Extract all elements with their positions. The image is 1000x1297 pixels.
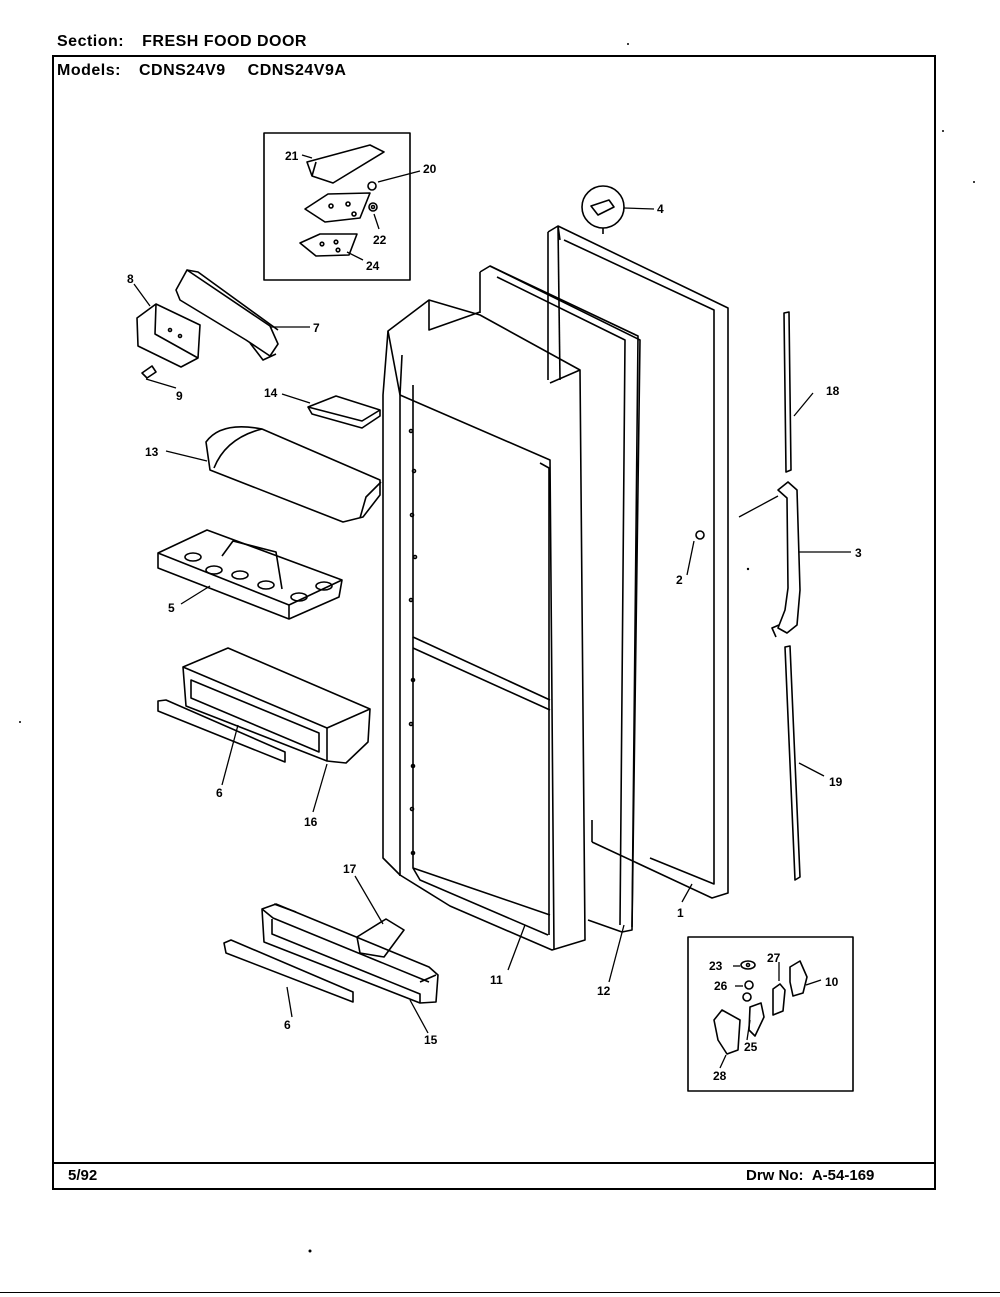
part-28-lower-hinge bbox=[713, 1009, 741, 1055]
part-17-bin-divider bbox=[356, 918, 405, 958]
diagram-frame bbox=[52, 55, 936, 1190]
callout-28: 28 bbox=[713, 1069, 727, 1083]
callout-26: 26 bbox=[714, 979, 728, 993]
callout-10: 10 bbox=[825, 975, 839, 989]
part-11-door-liner bbox=[382, 299, 586, 951]
model-number-1: CDNS24V9 bbox=[138, 62, 226, 79]
part-4-cap bbox=[581, 185, 625, 234]
part-18-handle-trim-upper bbox=[783, 311, 792, 473]
part-21-hinge-cover bbox=[306, 144, 385, 184]
part-24-shim bbox=[299, 233, 358, 257]
part-10-cam bbox=[789, 960, 808, 997]
callout-7: 7 bbox=[313, 321, 320, 335]
inset-box-hinge-top bbox=[263, 132, 411, 281]
part-20-hinge-plate bbox=[304, 181, 377, 223]
part-27-bracket bbox=[772, 983, 786, 1016]
callout-27: 27 bbox=[767, 951, 781, 965]
part-6-bin-trim-upper bbox=[157, 699, 286, 763]
callout-9: 9 bbox=[176, 389, 183, 403]
part-12-door-gasket bbox=[479, 265, 641, 933]
part-15-lower-door-bin bbox=[261, 903, 439, 1004]
callout-2: 2 bbox=[676, 573, 683, 587]
part-26-spacer bbox=[742, 980, 754, 1002]
footer-divider bbox=[52, 1162, 936, 1164]
scan-specks bbox=[19, 43, 975, 1253]
callout-8a: 8 bbox=[127, 272, 134, 286]
part-8-switch-housing bbox=[136, 303, 201, 368]
part-25-hinge-bracket bbox=[748, 1002, 765, 1037]
callout-18: 18 bbox=[826, 384, 840, 398]
callout-6a: 6 bbox=[216, 786, 223, 800]
part-14-dairy-door-shelf bbox=[307, 395, 381, 429]
part-13-dairy-cover bbox=[205, 426, 382, 523]
callout-6b: 6 bbox=[284, 1018, 291, 1032]
callout-22: 22 bbox=[373, 233, 387, 247]
part-3-door-handle bbox=[771, 481, 801, 638]
part-7-actuator bbox=[175, 269, 279, 361]
callout-24: 24 bbox=[366, 259, 380, 273]
drawing-number-label: Drw No: bbox=[746, 1167, 804, 1184]
part-22-washer bbox=[368, 202, 378, 212]
callout-1: 1 bbox=[677, 906, 684, 920]
models-label: Models: bbox=[57, 62, 121, 79]
callout-21: 21 bbox=[285, 149, 299, 163]
model-number-2: CDNS24V9A bbox=[247, 62, 347, 79]
part-5-egg-tray bbox=[157, 529, 343, 620]
callout-5: 5 bbox=[168, 601, 175, 615]
callout-23: 23 bbox=[709, 959, 723, 973]
callout-4: 4 bbox=[657, 202, 664, 216]
section-title: FRESH FOOD DOOR bbox=[142, 33, 307, 50]
models-header: Models: CDNS24V9 CDNS24V9A bbox=[57, 62, 346, 80]
section-label: Section: bbox=[57, 33, 125, 50]
callout-14: 14 bbox=[264, 386, 278, 400]
part-6-bin-trim-lower bbox=[223, 939, 354, 1003]
part-1-outer-door-panel bbox=[547, 225, 729, 899]
inset-box-hinge-bottom bbox=[687, 936, 854, 1092]
page-bottom-rule bbox=[0, 1292, 1000, 1293]
callout-3: 3 bbox=[855, 546, 862, 560]
callout-16: 16 bbox=[304, 815, 318, 829]
callout-15: 15 bbox=[424, 1033, 438, 1047]
callout-17: 17 bbox=[343, 862, 357, 876]
drawing-number: Drw No: A-54-169 bbox=[746, 1167, 874, 1184]
callout-19: 19 bbox=[829, 775, 843, 789]
part-9-screw bbox=[141, 365, 157, 379]
callout-13: 13 bbox=[145, 445, 159, 459]
drawing-number-value: A-54-169 bbox=[811, 1167, 875, 1184]
leader-lines bbox=[133, 154, 851, 1069]
part-16-door-bin bbox=[182, 647, 371, 764]
callout-labels: 21 20 22 24 4 8 7 9 14 13 18 2 3 5 6 16 … bbox=[127, 149, 862, 1083]
callout-11: 11 bbox=[490, 973, 503, 987]
part-19-handle-trim-lower bbox=[784, 645, 801, 881]
callout-12: 12 bbox=[597, 984, 611, 998]
callout-25: 25 bbox=[744, 1040, 758, 1054]
part-23-washer bbox=[740, 960, 756, 970]
callout-20: 20 bbox=[423, 162, 437, 176]
section-header: Section: FRESH FOOD DOOR bbox=[57, 33, 307, 51]
footer-date: 5/92 bbox=[68, 1167, 98, 1184]
